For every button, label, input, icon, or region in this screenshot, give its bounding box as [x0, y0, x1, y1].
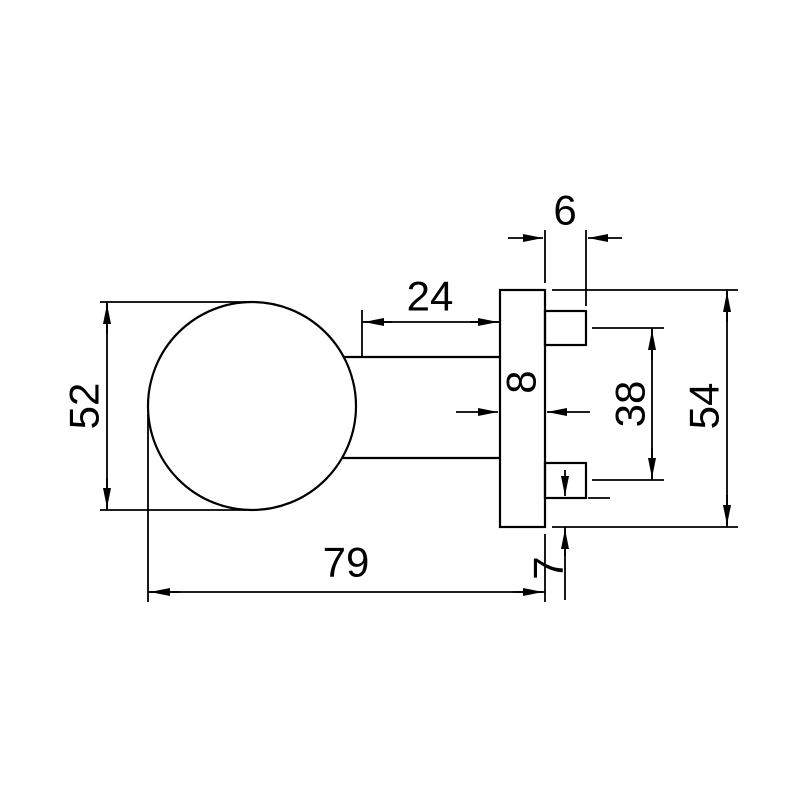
top-stud — [543, 309, 588, 347]
dimension-label: 54 — [681, 383, 728, 430]
dim-overall-length: 79 — [147, 414, 546, 602]
dim-plate-thickness: 8 — [456, 370, 590, 416]
bottom-stud — [543, 461, 588, 500]
dimension-label: 79 — [323, 539, 370, 586]
dim-neck-length: 24 — [361, 273, 500, 356]
dim-stud-length: 6 — [508, 187, 622, 306]
dimension-label: 6 — [553, 187, 576, 234]
dim-stud-spacing: 38 — [592, 327, 664, 481]
knob-ball — [146, 300, 358, 512]
knob-part-outline — [146, 288, 588, 529]
dimension-label: 52 — [61, 383, 108, 430]
dim-plate-height: 54 — [552, 289, 738, 528]
rose-plate — [498, 288, 547, 529]
dim-stud-to-plate-edge: 7 — [525, 470, 610, 600]
dimension-label: 7 — [525, 556, 572, 579]
dim-ball-diameter: 52 — [61, 301, 246, 511]
dimension-label: 8 — [498, 370, 545, 393]
dimension-label: 24 — [407, 273, 454, 320]
dimension-label: 38 — [607, 381, 654, 428]
